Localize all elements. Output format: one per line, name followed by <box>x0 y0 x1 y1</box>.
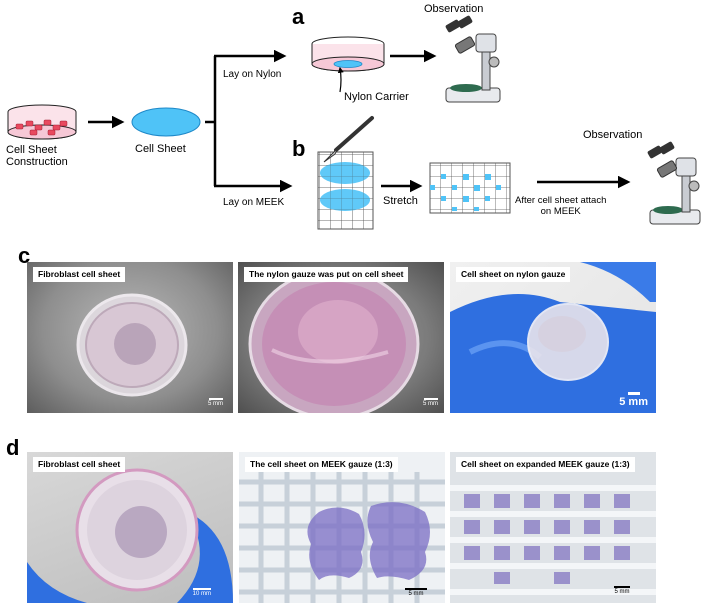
microscope-icon <box>647 141 701 225</box>
photo-caption: The cell sheet on MEEK gauze (1:3) <box>245 457 398 472</box>
dish-illustration <box>76 293 188 397</box>
scale-bar: 5 mm <box>405 588 427 597</box>
scale-bar: 5 mm <box>423 398 438 407</box>
expanded-meek-illustration <box>450 485 656 595</box>
label-cell-sheet: Cell Sheet <box>135 143 186 155</box>
photo-d2-sheet-on-meek: The cell sheet on MEEK gauze (1:3) 5 mm <box>239 452 445 603</box>
cell-sheet-shape <box>131 107 201 137</box>
culture-dish-icon <box>7 104 77 140</box>
photo-caption: The nylon gauze was put on cell sheet <box>244 267 409 282</box>
dish-illustration <box>248 268 420 413</box>
label-stretch: Stretch <box>383 195 418 207</box>
label-nylon-carrier: Nylon Carrier <box>344 91 409 103</box>
photo-c2-nylon-on-sheet: The nylon gauze was put on cell sheet 5 … <box>238 262 444 413</box>
scale-bar: 5 mm <box>619 392 648 408</box>
glove-illustration <box>450 262 656 413</box>
scale-bar: 5 mm <box>614 586 630 595</box>
label-after-attach: After cell sheet attach on MEEK <box>515 195 607 217</box>
scale-bar: 10 mm <box>193 588 211 597</box>
scalpel-icon <box>323 116 374 163</box>
dish-illustration <box>27 468 233 603</box>
panel-label-d: d <box>6 435 20 460</box>
photo-caption: Cell sheet on expanded MEEK gauze (1:3) <box>456 457 635 472</box>
photo-d1-fibroblast-sheet: Fibroblast cell sheet 10 mm <box>27 452 233 603</box>
label-observation-a: Observation <box>424 3 484 15</box>
nylon-dish-icon <box>311 36 385 93</box>
panel-label-a: a <box>292 4 305 29</box>
microscope-icon <box>445 15 501 103</box>
branch-arrow <box>205 49 293 193</box>
panel-label-c: c <box>18 243 31 268</box>
meek-gauze-grid <box>317 151 374 230</box>
label-observation-b: Observation <box>583 129 643 141</box>
label-lay-on-nylon: Lay on Nylon <box>223 69 282 80</box>
schematic-diagram <box>7 15 701 230</box>
expanded-meek-grid <box>429 162 511 214</box>
label-lay-on-meek: Lay on MEEK <box>223 197 285 208</box>
scale-bar: 5 mm <box>208 398 223 407</box>
photo-caption: Fibroblast cell sheet <box>33 457 126 472</box>
photo-d3-sheet-on-expanded-meek: Cell sheet on expanded MEEK gauze (1:3) … <box>450 452 656 603</box>
photo-c3-sheet-on-nylon: Cell sheet on nylon gauze 5 mm <box>450 262 656 413</box>
photo-caption: Fibroblast cell sheet <box>33 267 126 282</box>
photo-c1-fibroblast-sheet: Fibroblast cell sheet 5 mm <box>27 262 233 413</box>
photo-caption: Cell sheet on nylon gauze <box>456 267 571 282</box>
panel-label-b: b <box>292 136 306 161</box>
meek-gauze-illustration <box>239 472 445 603</box>
label-cell-sheet-construction: Cell Sheet Construction <box>6 144 68 168</box>
